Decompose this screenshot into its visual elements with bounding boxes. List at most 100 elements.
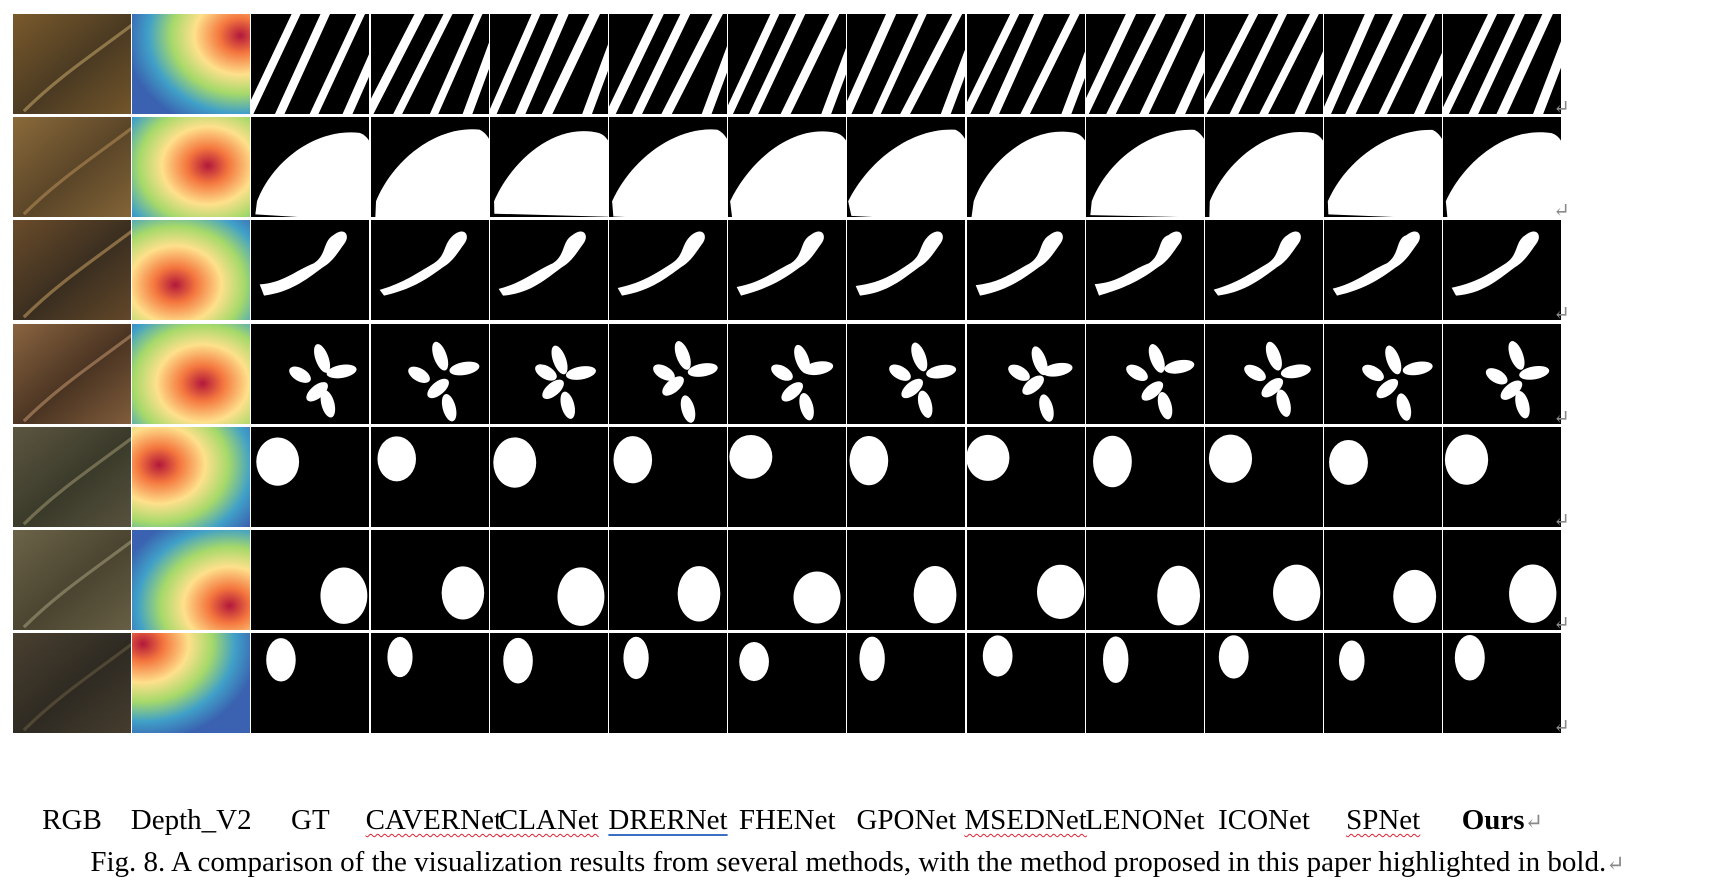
- column-label-gt: GT: [246, 804, 374, 837]
- column-label-text: GT: [291, 804, 330, 836]
- return-mark-icon: ↵: [1553, 303, 1570, 326]
- column-label-text: Ours: [1461, 804, 1525, 836]
- cell-scratches-fhe: [728, 14, 847, 114]
- cell-flower-rgb: [13, 323, 131, 424]
- column-label-fhe: FHENet: [723, 804, 851, 837]
- cell-stain-depth: [132, 633, 251, 734]
- return-mark-icon: ↵: [1553, 613, 1570, 635]
- cell-knob-left-msed: [966, 426, 1085, 527]
- column-label-gpo: GPONet: [842, 804, 970, 837]
- cell-scratches-leno: [1085, 14, 1204, 114]
- cell-crack-sp: [1324, 220, 1443, 321]
- cell-dent-sp: [1324, 117, 1443, 218]
- cell-stain-fhe: [728, 633, 847, 734]
- cell-knob-right-depth: [132, 530, 251, 630]
- cell-dent-fhe: [728, 117, 847, 218]
- cell-knob-right-gt: [251, 530, 370, 630]
- column-label-text: CAVERNet: [365, 804, 503, 836]
- figure-grid: ↵ ↵ ↵: [13, 14, 1698, 799]
- cell-stain-sp: [1324, 633, 1443, 734]
- cell-flower-drer: [609, 323, 727, 424]
- cell-stain-caver: [370, 633, 489, 734]
- cell-stain-ico: [1205, 633, 1323, 734]
- figure-caption: Fig. 8. A comparison of the visualizatio…: [0, 846, 1715, 879]
- return-mark-icon: ↵: [1553, 406, 1570, 429]
- cell-crack-rgb: [13, 220, 131, 321]
- cell-knob-right-rgb: [13, 530, 131, 630]
- cell-flower-gpo: [847, 323, 966, 424]
- column-label-text: GPONet: [856, 804, 957, 836]
- cell-crack-caver: [370, 220, 489, 321]
- column-label-msed: MSEDNet: [962, 804, 1090, 837]
- column-label-text: LENONet: [1085, 804, 1205, 836]
- column-label-text: SPNet: [1346, 804, 1421, 836]
- cell-knob-right-caver: [370, 530, 489, 630]
- cell-stain-ours: [1443, 633, 1562, 734]
- return-mark-icon: ↵: [1606, 851, 1625, 876]
- cell-flower-leno: [1085, 323, 1204, 424]
- column-label-ico: ICONet: [1200, 804, 1328, 837]
- column-label-sp: SPNet: [1319, 804, 1447, 837]
- cell-dent-depth: [132, 117, 251, 218]
- cell-crack-gt: [251, 220, 370, 321]
- cell-crack-ico: [1205, 220, 1323, 321]
- column-label-rgb: RGB: [8, 804, 136, 837]
- cell-scratches-rgb: [13, 14, 131, 114]
- cell-flower-gt: [251, 323, 370, 424]
- cell-knob-right-ico: [1205, 530, 1323, 630]
- cell-dent-caver: [370, 117, 489, 218]
- column-label-drer: DRERNet: [604, 804, 732, 837]
- cell-dent-ours: [1443, 117, 1562, 218]
- cell-dent-drer: [609, 117, 727, 218]
- cell-stain-msed: [966, 633, 1085, 734]
- cell-knob-right-sp: [1324, 530, 1443, 630]
- cell-crack-clan: [489, 220, 608, 321]
- cell-knob-left-leno: [1085, 426, 1204, 527]
- return-mark-icon: ↵: [1553, 97, 1570, 119]
- cell-dent-ico: [1205, 117, 1323, 218]
- cell-knob-right-leno: [1085, 530, 1204, 630]
- cell-knob-left-rgb: [13, 426, 131, 527]
- cell-scratches-clan: [489, 14, 608, 114]
- cell-dent-rgb: [13, 117, 131, 218]
- caption-text: Fig. 8. A comparison of the visualizatio…: [90, 846, 1607, 878]
- cell-flower-depth: [132, 323, 251, 424]
- cell-flower-ours: [1443, 323, 1562, 424]
- cell-crack-fhe: [728, 220, 847, 321]
- cell-knob-right-clan: [489, 530, 608, 630]
- cell-dent-leno: [1085, 117, 1204, 218]
- cell-dent-msed: [966, 117, 1085, 218]
- cell-stain-gpo: [847, 633, 966, 734]
- cell-knob-left-ico: [1205, 426, 1323, 527]
- cell-dent-gpo: [847, 117, 966, 218]
- column-label-caver: CAVERNet: [366, 804, 502, 837]
- cell-scratches-caver: [370, 14, 489, 114]
- cell-crack-depth: [132, 220, 251, 321]
- cell-scratches-depth: [132, 14, 251, 114]
- cell-knob-left-ours: [1443, 426, 1562, 527]
- column-label-depth: Depth_V2: [127, 804, 255, 837]
- cell-knob-right-msed: [966, 530, 1085, 630]
- cell-knob-left-gt: [251, 426, 370, 527]
- column-label-text: Depth_V2: [130, 804, 252, 836]
- column-label-text: DRERNet: [608, 804, 728, 836]
- cell-knob-left-caver: [370, 426, 489, 527]
- cell-flower-clan: [489, 323, 608, 424]
- cell-stain-rgb: [13, 633, 131, 734]
- cell-knob-right-fhe: [728, 530, 847, 630]
- cell-crack-drer: [609, 220, 727, 321]
- column-label-text: MSEDNet: [964, 804, 1087, 836]
- cell-flower-caver: [370, 323, 489, 424]
- cell-flower-msed: [966, 323, 1085, 424]
- cell-dent-clan: [489, 117, 608, 218]
- cell-knob-left-clan: [489, 426, 608, 527]
- column-label-clan: CLANet: [485, 804, 613, 837]
- cell-stain-leno: [1085, 633, 1204, 734]
- cell-scratches-gt: [251, 14, 370, 114]
- cell-flower-sp: [1324, 323, 1443, 424]
- cell-scratches-msed: [966, 14, 1085, 114]
- cell-scratches-gpo: [847, 14, 966, 114]
- cell-scratches-sp: [1324, 14, 1443, 114]
- return-mark-icon: ↵: [1553, 716, 1570, 739]
- cell-scratches-drer: [609, 14, 727, 114]
